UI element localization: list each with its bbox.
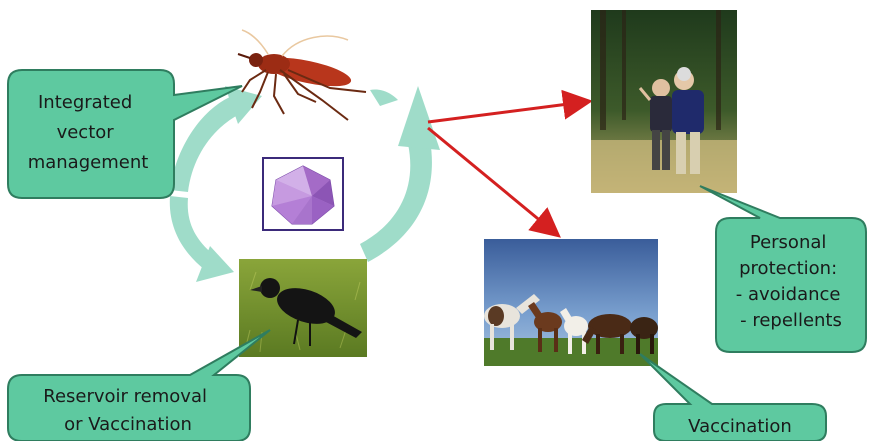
elderly-couple-photo xyxy=(591,10,737,193)
vaccination-text: Vaccination xyxy=(688,416,792,437)
cycle-arrow-right-up xyxy=(360,86,440,262)
arrow-to-horses xyxy=(428,128,554,232)
mosquito-image xyxy=(238,30,366,120)
arrow-to-humans xyxy=(428,102,584,122)
horses-photo xyxy=(484,239,658,366)
callout-vaccination: Vaccination xyxy=(640,354,826,441)
cycle-arrow-left-down xyxy=(170,196,234,282)
callout-reservoir-removal: Reservoir removal or Vaccination xyxy=(8,330,270,441)
virus-icosahedron-icon xyxy=(263,158,343,230)
callout-personal-protection: Personal protection: - avoidance - repel… xyxy=(700,186,866,352)
bird-photo xyxy=(239,259,367,357)
